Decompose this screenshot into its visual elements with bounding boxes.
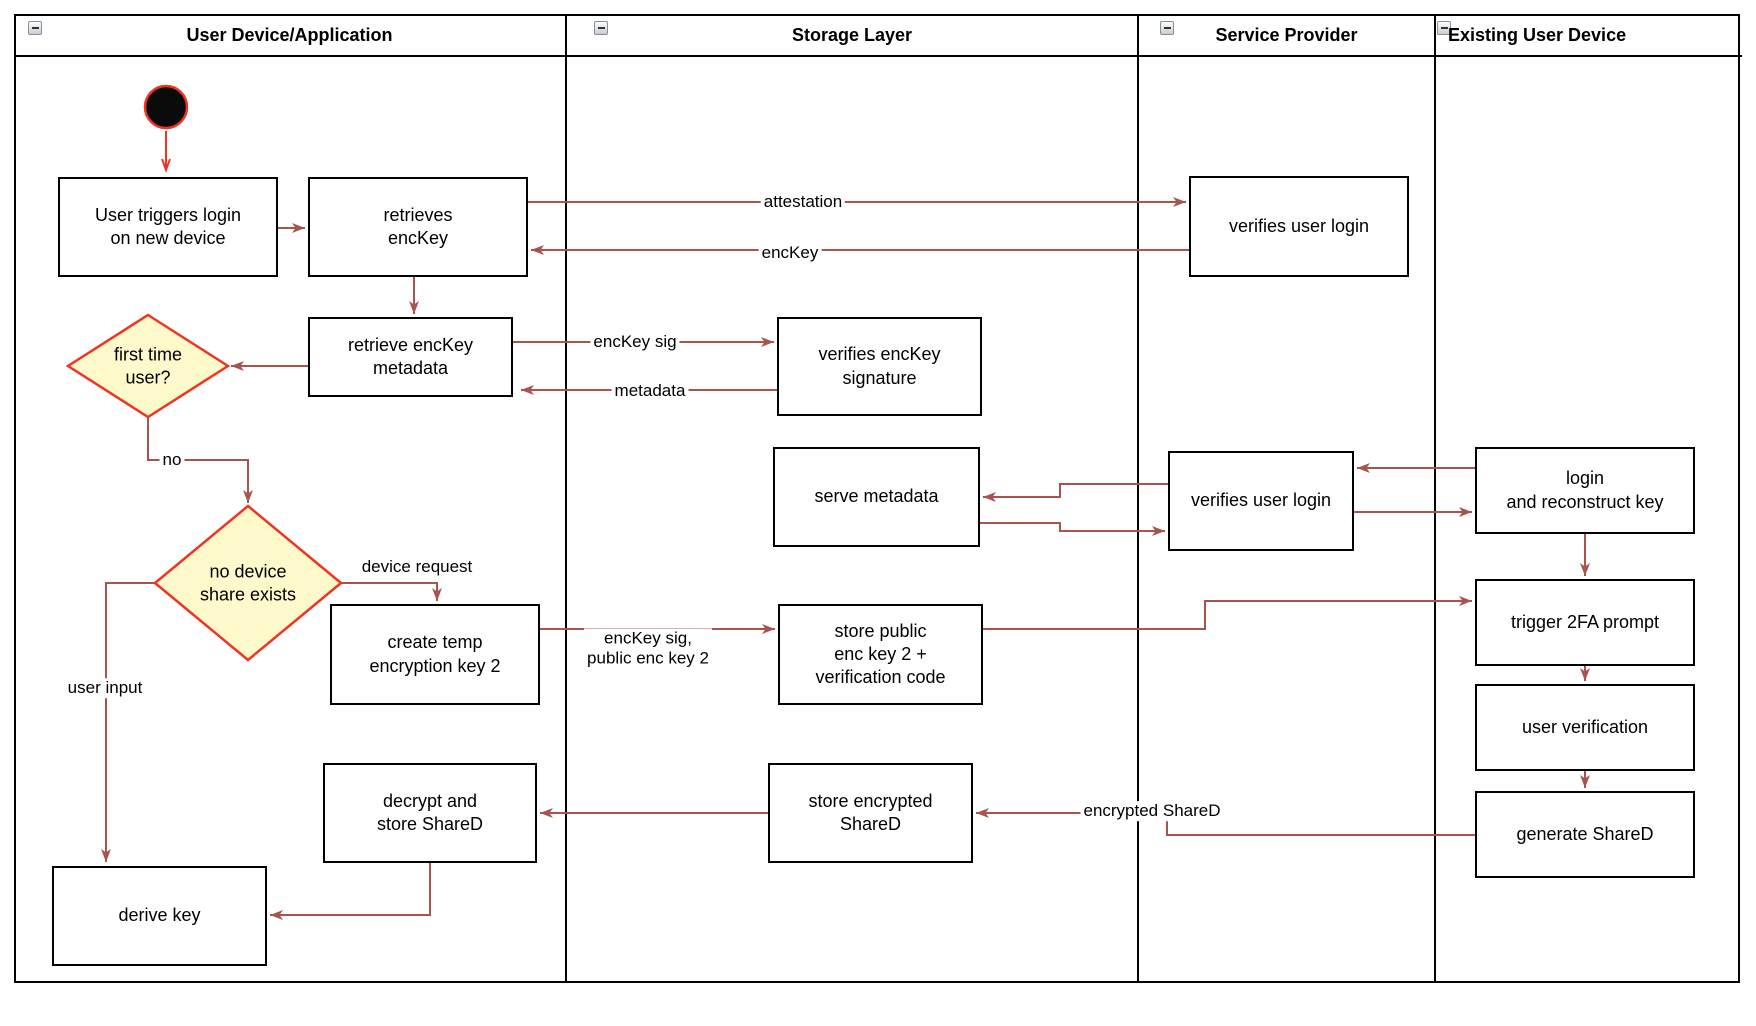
- lane-divider-3: [1434, 14, 1436, 983]
- node-user-verification[interactable]: user verification: [1475, 684, 1695, 771]
- node-retrieve-enckey-metadata[interactable]: retrieve encKey metadata: [308, 317, 513, 397]
- decision-first-time-user[interactable]: [65, 313, 231, 419]
- edge-store-to-2fa: [983, 596, 1472, 630]
- node-retrieves-enckey[interactable]: retrieves encKey: [308, 177, 528, 277]
- node-generate-shared[interactable]: generate ShareD: [1475, 791, 1695, 878]
- collapse-icon[interactable]: [28, 21, 42, 35]
- node-serve-metadata[interactable]: serve metadata: [773, 447, 980, 547]
- node-decrypt-store-shared[interactable]: decrypt and store ShareD: [323, 763, 537, 863]
- decision-label-first-time-user: first time user?: [113, 344, 183, 388]
- node-create-temp-key[interactable]: create temp encryption key 2: [330, 604, 540, 705]
- lane-title-storage-layer[interactable]: Storage Layer: [791, 24, 913, 45]
- node-trigger-2fa[interactable]: trigger 2FA prompt: [1475, 579, 1695, 666]
- edge-label-encrypted-shared: encrypted ShareD: [1080, 801, 1224, 821]
- edge-decrypt-to-derive: [270, 863, 431, 920]
- lane-title-existing-user-device[interactable]: Existing User Device: [1448, 24, 1627, 45]
- lane-divider-2: [1137, 14, 1139, 983]
- header-divider: [14, 55, 1742, 57]
- edge-label-user-input: user input: [64, 678, 146, 698]
- lane-title-user-device[interactable]: User Device/Application: [186, 24, 393, 45]
- node-verifies-user-login-top[interactable]: verifies user login: [1189, 176, 1409, 277]
- edge-serve-metadata-to-verify: [980, 522, 1165, 536]
- edge-label-metadata: metadata: [611, 381, 689, 401]
- edge-label-no: no: [159, 450, 185, 470]
- swimlane-frame: [14, 14, 1740, 983]
- edge-label-enckey: encKey: [758, 243, 822, 263]
- lane-title-service-provider[interactable]: Service Provider: [1215, 24, 1358, 45]
- edge-encrypted-shared: [976, 808, 1475, 836]
- edge-label-enckey-sig-public: encKey sig, public enc key 2: [584, 628, 712, 668]
- node-store-public-key[interactable]: store public enc key 2 + verification co…: [778, 604, 983, 705]
- node-user-triggers-login[interactable]: User triggers login on new device: [58, 177, 278, 277]
- collapse-icon[interactable]: [1160, 21, 1174, 35]
- lane-divider-1: [565, 14, 567, 983]
- start-node[interactable]: [143, 84, 189, 130]
- decision-no-device-share[interactable]: [153, 504, 343, 662]
- edge-device-request: [341, 582, 442, 601]
- edge-label-device-request: device request: [358, 557, 476, 577]
- collapse-icon[interactable]: [1437, 21, 1451, 35]
- node-derive-key[interactable]: derive key: [52, 866, 267, 966]
- edge-user-input: [101, 582, 155, 862]
- node-verifies-user-login-mid[interactable]: verifies user login: [1168, 451, 1354, 551]
- node-store-encrypted-shared[interactable]: store encrypted ShareD: [768, 763, 973, 863]
- node-login-reconstruct-key[interactable]: login and reconstruct key: [1475, 447, 1695, 534]
- node-verifies-enckey-signature[interactable]: verifies encKey signature: [777, 317, 982, 416]
- edge-verify-to-serve-metadata: [983, 483, 1168, 502]
- edge-no-branch: [147, 417, 253, 503]
- decision-label-no-device-share: no device share exists: [199, 561, 297, 605]
- edge-label-attestation: attestation: [760, 192, 846, 212]
- collapse-icon[interactable]: [594, 21, 608, 35]
- edge-label-enckey-sig: encKey sig: [590, 332, 680, 352]
